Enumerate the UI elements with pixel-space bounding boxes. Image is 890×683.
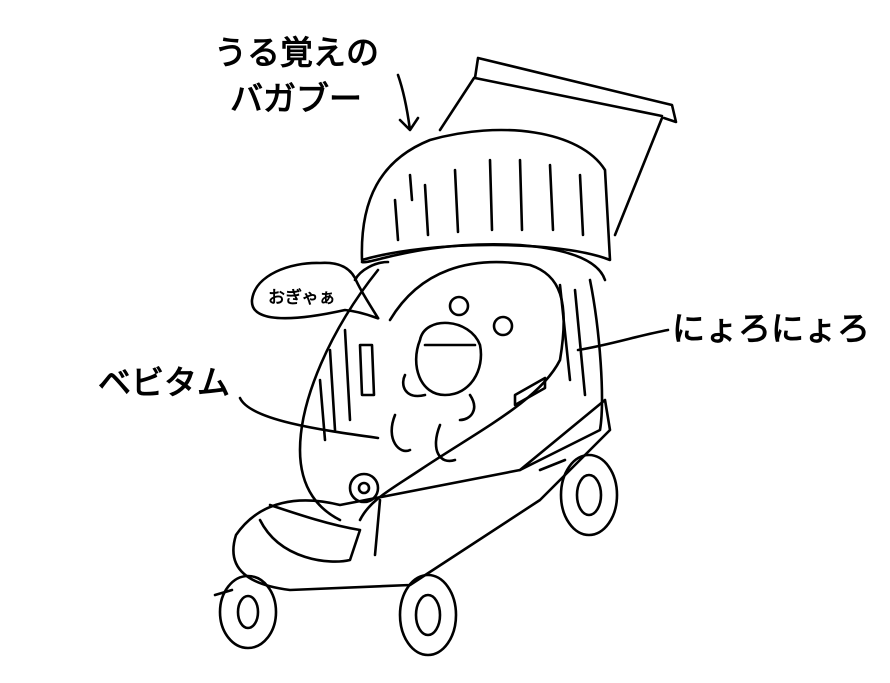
left-label: ベビタム — [98, 363, 230, 402]
speech-bubble-text: おぎゃぁ — [268, 288, 336, 308]
baby — [348, 295, 514, 504]
left-label-pointer — [238, 396, 380, 440]
seat-body — [298, 260, 604, 522]
title-arrow — [396, 73, 420, 132]
right-label-pointer — [576, 328, 670, 352]
title-line-2: バガブー — [230, 79, 362, 118]
canopy-hood — [360, 128, 612, 282]
stroller-base — [232, 398, 612, 592]
title-line-1: うる覚えの — [214, 33, 379, 72]
right-label: にょろにょろ — [672, 309, 870, 348]
speech-bubble-outline — [250, 260, 390, 320]
wheels — [213, 453, 619, 657]
handlebar — [438, 56, 678, 237]
